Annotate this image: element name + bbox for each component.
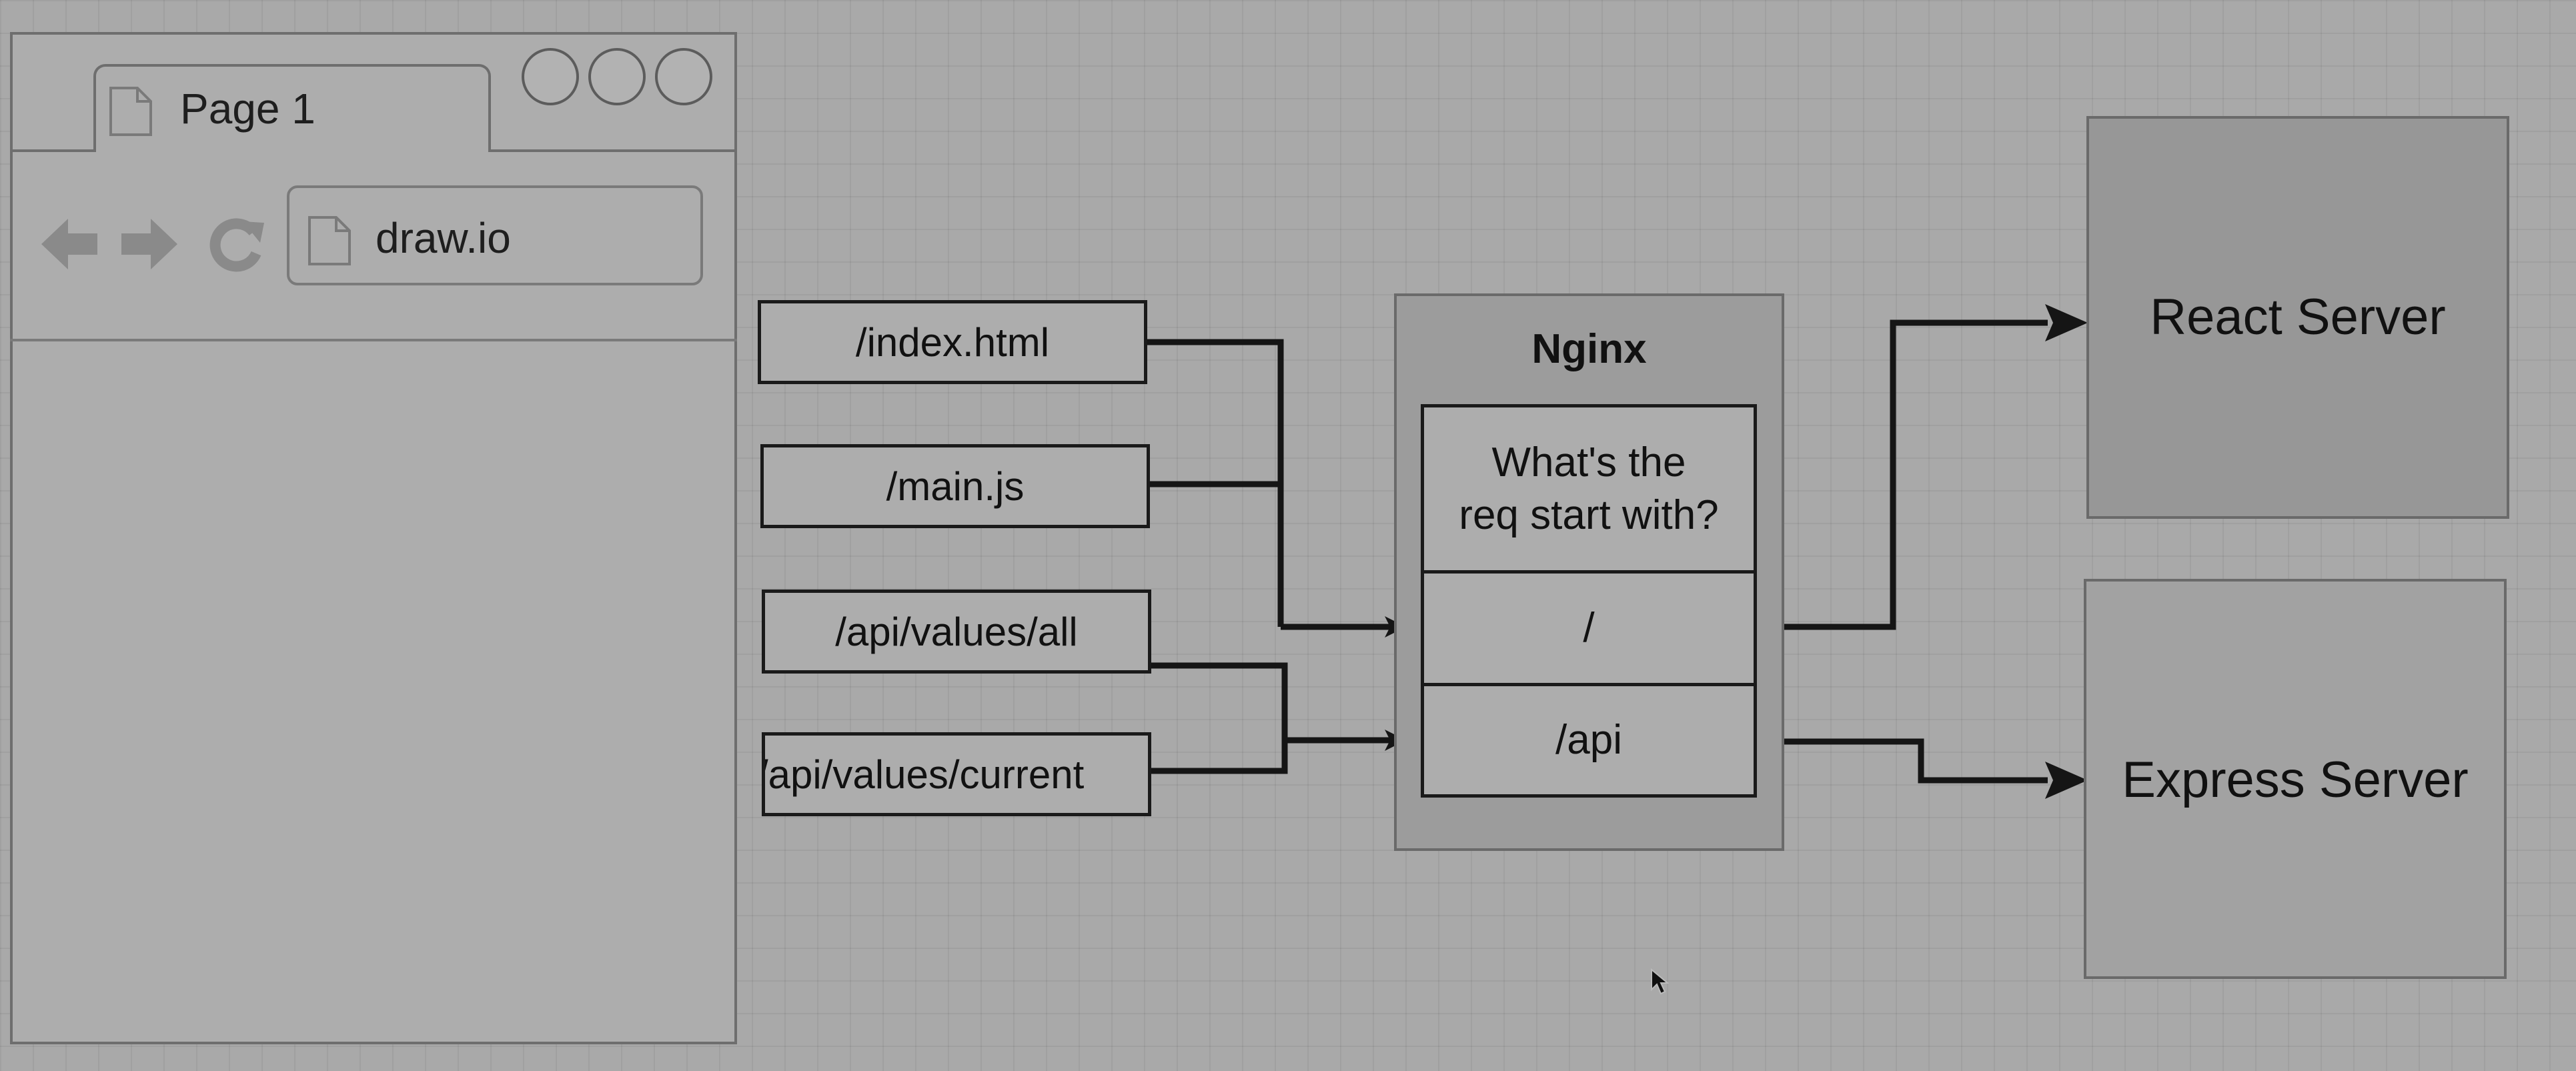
wire-api-all	[1147, 662, 1288, 740]
react-server-label: React Server	[2150, 289, 2446, 345]
nginx-title: Nginx	[1531, 326, 1647, 372]
address-bar[interactable]	[287, 185, 703, 285]
express-server-label: Express Server	[2122, 752, 2469, 808]
nginx-route-api: /api	[1421, 683, 1757, 798]
tab-label: Page 1	[180, 85, 315, 133]
request-path: /index.html	[855, 319, 1050, 365]
request-path: /api/values/current	[762, 752, 1085, 797]
request-box: /main.js	[760, 444, 1150, 528]
window-control-circle-icon[interactable]	[522, 48, 579, 105]
address-text: draw.io	[376, 214, 511, 262]
request-box: /index.html	[758, 300, 1147, 384]
page-icon	[308, 216, 351, 265]
window-control-circle-icon[interactable]	[655, 48, 712, 105]
wire-api-current	[1147, 737, 1391, 774]
back-arrow-icon[interactable]	[39, 213, 100, 275]
browser-toolbar-divider	[10, 339, 737, 341]
request-box: /api/values/all	[762, 590, 1151, 674]
page-icon	[109, 87, 152, 136]
forward-arrow-icon[interactable]	[119, 213, 180, 275]
browser-tab[interactable]	[93, 64, 491, 152]
wire-api-to-express	[1760, 738, 2048, 784]
arrowhead-icon	[2045, 762, 2088, 799]
nginx-question-line: What's the	[1491, 439, 1686, 485]
nginx-question-cell: What's the req start with?	[1421, 404, 1757, 574]
window-control-circle-icon[interactable]	[588, 48, 646, 105]
arrowhead-icon	[2045, 304, 2088, 341]
reload-icon[interactable]	[207, 213, 268, 275]
request-path: /main.js	[886, 463, 1025, 509]
mouse-cursor-icon	[1651, 968, 1669, 995]
react-server-box: React Server	[2086, 116, 2509, 519]
express-server-box: Express Server	[2084, 579, 2507, 979]
nginx-route-root: /	[1421, 570, 1757, 686]
nginx-question-line: req start with?	[1459, 492, 1719, 538]
route-label: /	[1583, 605, 1595, 652]
wire-index	[1147, 339, 1284, 627]
request-box: /api/values/current	[762, 732, 1151, 816]
wire-root-to-react	[1760, 319, 2048, 630]
request-path: /api/values/all	[835, 609, 1078, 654]
route-label: /api	[1555, 717, 1622, 764]
